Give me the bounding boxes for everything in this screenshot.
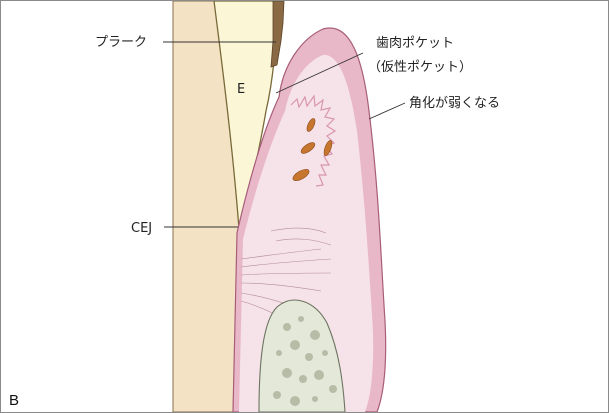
plaque-label: プラーク (95, 35, 147, 50)
panel-label: B (9, 392, 19, 409)
plaque-deposit (271, 1, 284, 67)
keratinization-label: 角化が弱くなる (409, 96, 500, 111)
pseudo-pocket-label: （仮性ポケット） (368, 60, 472, 75)
keratinization-leader (369, 103, 405, 119)
gingival-pocket-label: 歯肉ポケット (376, 36, 454, 51)
enamel-label: E (237, 82, 245, 97)
cej-label: CEJ (131, 221, 152, 236)
